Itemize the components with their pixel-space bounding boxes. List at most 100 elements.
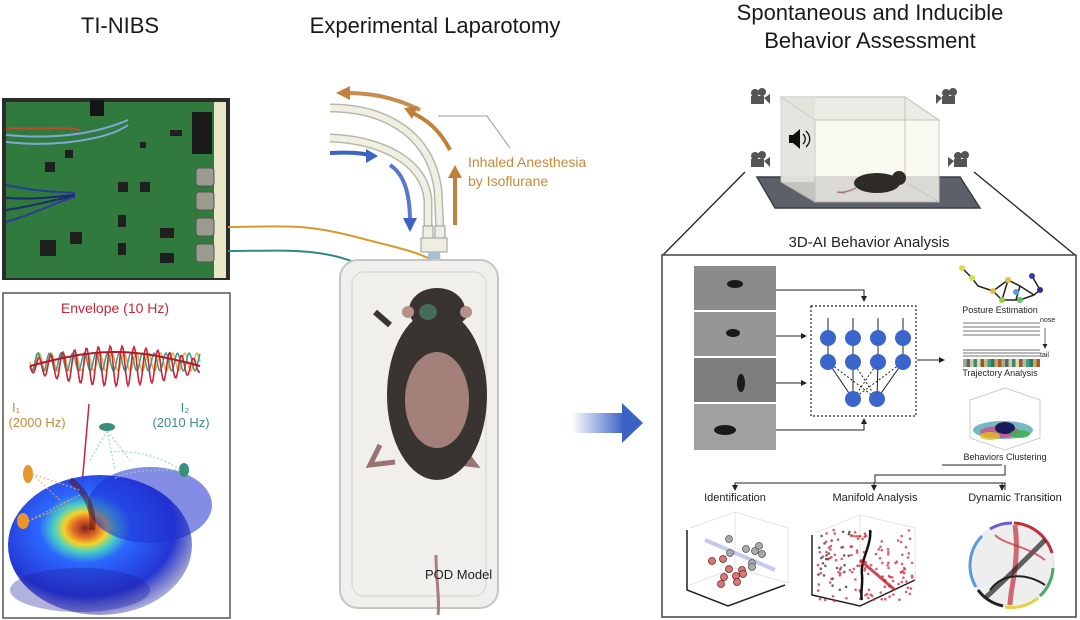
behavior-title-line1: Spontaneous and Inducible [736, 0, 1004, 25]
manifold-point [875, 567, 878, 571]
manifold-point [847, 532, 851, 536]
trajectory-segment [984, 359, 988, 367]
manifold-point [858, 534, 862, 538]
manifold-point [848, 568, 852, 572]
manifold-point [899, 571, 903, 574]
manifold-point [849, 545, 853, 548]
manifold-point [863, 569, 866, 572]
manifold-point [907, 552, 910, 555]
manifold-point [881, 561, 884, 565]
manifold-point [819, 571, 823, 575]
manifold-point [820, 556, 823, 560]
manifold-point [910, 576, 914, 579]
neural-network [810, 305, 917, 417]
manifold-point [834, 558, 838, 562]
manifold-point [878, 556, 882, 560]
manifold-point [900, 534, 903, 538]
manifold-point [825, 554, 828, 557]
outflow-arrow-icon [336, 86, 350, 100]
transition-chord-diagram [968, 521, 1055, 609]
manifold-point [880, 548, 884, 552]
camera-icon [751, 88, 770, 104]
manifold-point [884, 597, 887, 601]
manifold-point [887, 566, 890, 570]
manifold-point [832, 599, 836, 603]
manifold-point [863, 535, 866, 538]
trajectory-plot [963, 322, 1048, 357]
manifold-point [908, 592, 912, 596]
trajectory-analysis-label: Trajectory Analysis [962, 368, 1038, 378]
trajectory-segment [1026, 359, 1030, 367]
manifold-point [880, 597, 883, 601]
manifold-point [863, 532, 867, 535]
trajectory-segment [1019, 359, 1023, 367]
trajectory-segment [977, 359, 981, 367]
manifold-3d-plot [811, 514, 916, 607]
manifold-point [825, 550, 828, 554]
inflow-arrow-icon [366, 149, 378, 163]
manifold-point [905, 580, 908, 583]
manifold-point [817, 589, 820, 592]
stimulator-circuit-board [2, 98, 230, 280]
manifold-point [829, 544, 833, 548]
manifold-point [838, 573, 842, 577]
manifold-point [887, 574, 891, 578]
manifold-point [839, 566, 843, 569]
manifold-point [890, 576, 894, 579]
manifold-point [883, 585, 887, 588]
manifold-point [820, 534, 823, 538]
mouse-illustration [365, 288, 487, 616]
i1-label: I₁ [12, 400, 20, 415]
pod-model-label: POD Model [425, 567, 493, 582]
manifold-point [845, 597, 848, 600]
manifold-point [817, 583, 821, 586]
manifold-point [866, 572, 870, 576]
manifold-point [855, 551, 859, 554]
manifold-point [855, 549, 859, 552]
manifold-point [899, 540, 903, 544]
manifold-point [818, 546, 821, 549]
manifold-point [837, 570, 840, 574]
manifold-point [894, 561, 897, 565]
manifold-point [844, 585, 848, 589]
laparotomy-title: Experimental Laparotomy [309, 13, 561, 38]
trajectory-segment [1008, 359, 1012, 367]
manifold-point [900, 562, 904, 566]
trajectory-segment [1012, 359, 1016, 367]
manifold-point [886, 553, 890, 556]
manifold-point [900, 580, 904, 584]
i2-frequency: (2010 Hz) [152, 415, 210, 430]
trajectory-segment [970, 359, 974, 367]
manifold-point [818, 551, 822, 554]
manifold-point [821, 562, 825, 565]
manifold-point [856, 564, 859, 568]
trajectory-segment [1022, 359, 1026, 367]
manifold-point [907, 529, 911, 532]
manifold-point [824, 540, 828, 543]
behavior-title-line2: Behavior Assessment [764, 28, 976, 53]
manifold-point [825, 532, 828, 535]
identification-label: Identification [704, 492, 766, 504]
manifold-point [824, 564, 827, 568]
manifold-point [869, 563, 873, 567]
manifold-point [902, 576, 905, 579]
manifold-point [858, 564, 861, 567]
manifold-point [831, 584, 834, 587]
manifold-point [898, 598, 901, 601]
manifold-point [836, 538, 840, 541]
manifold-point [862, 550, 866, 554]
electrode-i1-b [17, 513, 29, 529]
trajectory-color-bar [963, 359, 1040, 367]
manifold-point [841, 530, 845, 534]
manifold-point [817, 573, 820, 576]
manifold-point [843, 570, 846, 574]
manifold-point [906, 556, 910, 559]
identification-3d-plot [686, 511, 789, 607]
electrode-i1-a [23, 465, 33, 483]
wave-i2 [29, 351, 201, 373]
trajectory-segment [1033, 359, 1037, 367]
manifold-point [891, 579, 895, 583]
manifold-point [874, 552, 878, 556]
manifold-point [865, 592, 869, 596]
trajectory-segment [963, 359, 967, 367]
